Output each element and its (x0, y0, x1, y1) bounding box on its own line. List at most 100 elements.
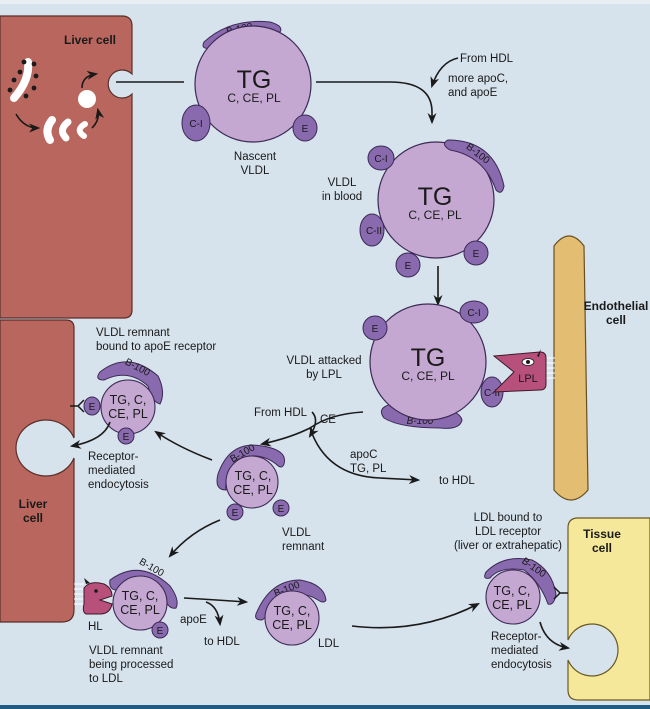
endocytosis-liver-line-2: mediated (88, 465, 135, 477)
caption-line-3: to LDL (89, 673, 123, 685)
arrow-apoe-to-hdl (205, 601, 224, 627)
arrow-remnant-to-processed (168, 519, 221, 558)
core-sub-label: C, CE, PL (401, 369, 455, 383)
caption-line-1: VLDL remnant (89, 645, 164, 657)
tissue-label-2: cell (592, 541, 612, 555)
caption-line-2: VLDL (241, 165, 270, 177)
apo-b100-label: B-100 (407, 416, 434, 427)
apo-e-label: E (157, 626, 164, 637)
apo-e-label: E (302, 124, 309, 135)
core-line-1: TG, C, (235, 469, 272, 483)
caption-line-2: in blood (322, 191, 362, 203)
tg-pl-label: TG, PL (350, 463, 387, 475)
tissue-label-1: Tissue (583, 527, 621, 541)
bottom-border (0, 705, 650, 709)
from-hdl-mid-label: From HDL (254, 407, 308, 419)
liver-cell-bottom (0, 319, 75, 623)
vldl-remnant-bound: VLDL remnant bound to apoE receptor B-10… (83, 327, 216, 445)
apo-e-1 (83, 396, 101, 416)
apo-e-2 (463, 240, 489, 266)
caption: LDL (318, 638, 340, 650)
nascent-vldl: B-100 C-I E TG C, CE, PL Nascent VLDL (181, 20, 318, 177)
caption-line-1: VLDL attacked (286, 355, 361, 367)
apo-e (292, 114, 318, 142)
apo-c2-label: C-II (366, 226, 382, 237)
apo-e-2-label: E (473, 249, 480, 260)
ldl-receptor-icon (553, 586, 568, 600)
apo-c1-label: C-I (467, 308, 480, 319)
caption-line-3: (liver or extrahepatic) (454, 540, 562, 552)
core-sub-label: C, CE, PL (408, 208, 462, 222)
core-label: TG (237, 66, 272, 94)
remnant-processed-particle (112, 575, 168, 631)
apoc-label: apoC (350, 449, 378, 461)
caption-line-1: Nascent (234, 151, 277, 163)
apo-b100 (444, 139, 505, 193)
endoplasmic-reticulum-icon (7, 58, 39, 102)
vldl-remnant-processed: B-100 E TG, C, CE, PL VLDL remnant being… (74, 556, 178, 685)
nascent-vldl-particle (194, 25, 312, 143)
vldl-blood-particle (377, 141, 495, 259)
secretory-vesicle-icon (78, 90, 96, 108)
caption-line-2: remnant (282, 541, 325, 553)
apo-b100 (216, 444, 286, 491)
arrow-to-hdl-mid (309, 427, 421, 485)
ldl-bound: LDL bound to LDL receptor (liver or extr… (454, 512, 562, 625)
endothelial-label-1: Endothelial (584, 299, 649, 313)
arrow-processed-to-ldl (183, 596, 249, 606)
endocytosis-tissue-line-1: Receptor- (491, 631, 542, 643)
hl-anchor-icon (74, 583, 84, 605)
hl-label: HL (88, 621, 103, 633)
apo-c2-label: C-II (484, 388, 500, 399)
apo-e-1 (226, 503, 244, 521)
liver-cell-top (0, 15, 133, 319)
apo-c1-label: C-I (189, 119, 202, 130)
core-label: TG (411, 344, 446, 372)
endothelial-cell (553, 235, 589, 501)
arrow-from-hdl-top (430, 57, 459, 89)
apo-e-1-label: E (89, 402, 96, 413)
endothelial-label-2: cell (606, 313, 626, 327)
caption-line-2: LDL receptor (475, 526, 541, 538)
arrow-remnant-to-bound (154, 430, 213, 461)
ldl-particle (264, 590, 320, 646)
apo-c2 (359, 213, 385, 247)
core-line-1: TG, C, (110, 393, 147, 407)
arrow-from-hdl-ce (308, 411, 319, 438)
caption-line-2: being processed (89, 659, 173, 671)
liver-cell-top-label: Liver cell (64, 33, 116, 47)
core-line-2: CE, PL (108, 407, 148, 421)
from-hdl-top-label: From HDL (460, 53, 514, 65)
apo-e-2 (117, 427, 135, 445)
apo-e (362, 315, 388, 341)
arrow-golgi-to-vesicle (91, 107, 105, 129)
liver-cell-bottom-label-1: Liver (19, 497, 48, 511)
caption-line-2: bound to apoE receptor (96, 341, 216, 353)
apo-c1 (459, 300, 489, 324)
arrow-ldl-to-receptor (351, 602, 480, 629)
caption-line-1: LDL bound to (474, 512, 543, 524)
apo-e-label: E (372, 324, 379, 335)
core-line-2: CE, PL (492, 598, 532, 612)
arrow-nascent-to-blood (316, 81, 437, 125)
arrow-vesicle-to-membrane (81, 70, 99, 89)
apo-e (151, 621, 169, 639)
apo-c1 (181, 104, 211, 142)
caption-line-2: by LPL (306, 369, 342, 381)
endocytosis-tissue-line-2: mediated (491, 645, 538, 657)
core-line-1: TG, C, (494, 584, 531, 598)
vldl-attacked-by-lpl: B-100 C-I C-II E TG C, CE, PL VLDL attac… (286, 300, 504, 429)
apo-e-2-label: E (278, 504, 285, 515)
apo-c1-label: C-I (374, 154, 387, 165)
lpl-label: LPL (518, 373, 538, 385)
apo-e-1 (395, 252, 421, 278)
core-line-2: CE, PL (120, 603, 160, 617)
arrow-endocytosis-liver (69, 421, 111, 449)
ce-label: CE (320, 414, 336, 426)
vldl-attacked-particle (369, 303, 487, 421)
more-apo-line-1: more apoC, (448, 73, 508, 85)
vldl-in-blood: B-100 C-I C-II E E TG C, CE, PL VLDL in … (322, 139, 505, 278)
apo-e-1-label: E (405, 261, 412, 272)
apo-c1 (367, 145, 395, 171)
core-line-2: CE, PL (233, 483, 273, 497)
